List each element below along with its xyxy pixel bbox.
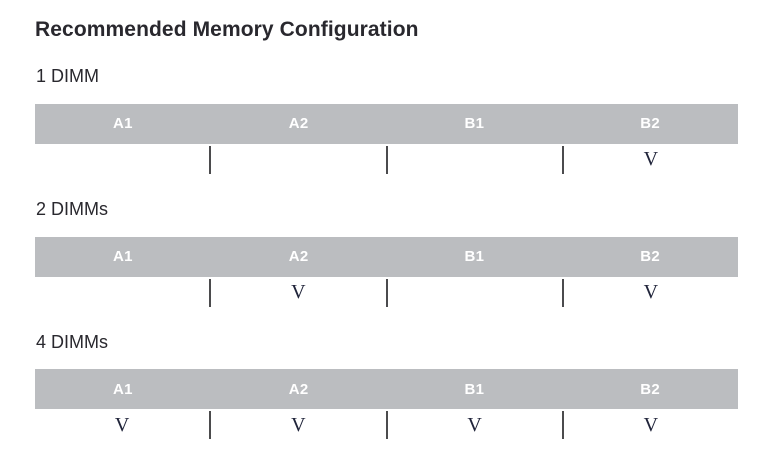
- column-header-b1: B1: [464, 115, 485, 133]
- slot-cell-a2: [209, 145, 385, 174]
- dimm-table-4: A1 A2 B1 B2 V V V V: [35, 369, 738, 440]
- column-header-a1: A1: [112, 380, 133, 398]
- table-header-row: A1 A2 B1 B2: [35, 236, 738, 277]
- page-title: Recommended Memory Configuration: [35, 18, 419, 41]
- section-label-4-dimms: 4 DIMMs: [36, 331, 108, 352]
- table-header-row: A1 A2 B1 B2: [35, 103, 738, 144]
- section-1-dimm: 1 DIMM A1 A2 B1 B2 V: [35, 66, 738, 174]
- slot-cell-a1: [35, 279, 209, 307]
- table-header-row: A1 A2 B1 B2: [35, 369, 738, 410]
- slot-cell-a2: V: [209, 278, 385, 307]
- slot-cell-a1: V: [114, 413, 130, 436]
- slot-cell-b2: V: [561, 411, 738, 440]
- slot-cell-b2: V: [561, 278, 738, 307]
- section-label-1-dimm: 1 DIMM: [36, 66, 99, 87]
- column-header-b2: B2: [640, 248, 661, 266]
- slot-cell-b1: [385, 145, 562, 174]
- column-header-a1: A1: [112, 248, 133, 266]
- slot-cell-b1: [385, 278, 562, 307]
- dimm-table-2: A1 A2 B1 B2 V V: [35, 236, 738, 307]
- table-value-row: V V: [35, 278, 738, 307]
- dimm-table-1: A1 A2 B1 B2 V: [35, 103, 738, 174]
- slot-cell-a2: V: [209, 411, 385, 440]
- table-value-row: V V V V: [35, 411, 738, 440]
- section-2-dimms: 2 DIMMs A1 A2 B1 B2 V V: [35, 199, 738, 307]
- section-label-2-dimms: 2 DIMMs: [36, 198, 108, 219]
- slot-cell-a1: [35, 146, 209, 174]
- column-header-a2: A2: [288, 380, 309, 398]
- column-header-b2: B2: [640, 380, 661, 398]
- slot-cell-b2: V: [561, 145, 738, 174]
- column-header-b2: B2: [640, 115, 661, 133]
- column-header-a1: A1: [112, 115, 133, 133]
- column-header-a2: A2: [288, 115, 309, 133]
- section-4-dimms: 4 DIMMs A1 A2 B1 B2 V V V V: [35, 332, 738, 440]
- table-value-row: V: [35, 145, 738, 174]
- column-header-b1: B1: [464, 248, 485, 266]
- column-header-a2: A2: [288, 248, 309, 266]
- column-header-b1: B1: [464, 380, 485, 398]
- slot-cell-b1: V: [385, 411, 562, 440]
